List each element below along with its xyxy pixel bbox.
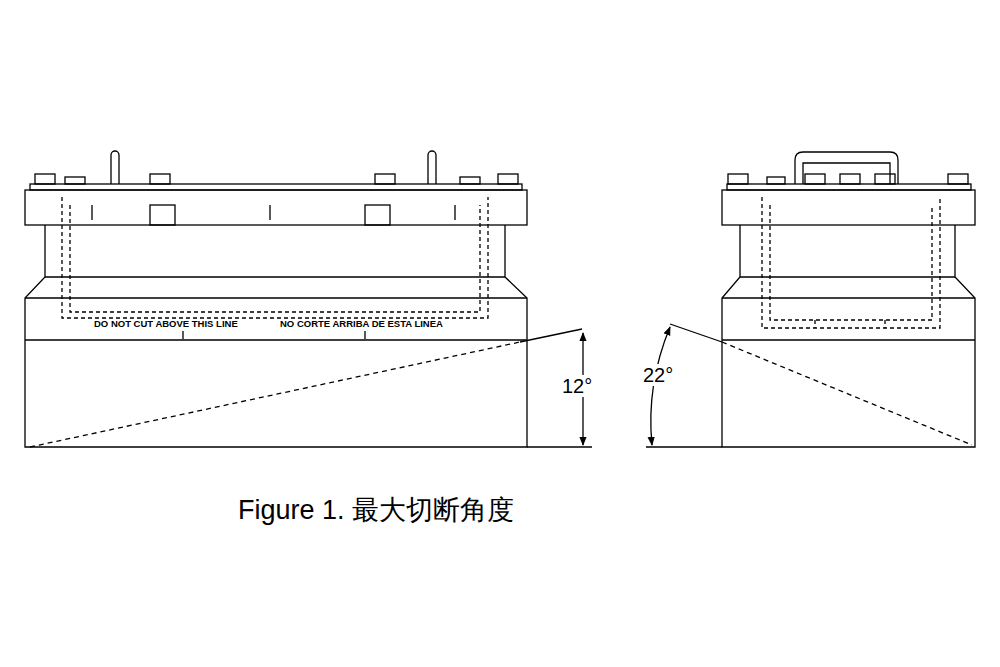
dimension-arc bbox=[651, 327, 670, 445]
lid-boss bbox=[65, 177, 85, 184]
bolt-nut bbox=[840, 174, 860, 184]
bolt-nut bbox=[35, 174, 55, 184]
tick-mark bbox=[183, 331, 365, 339]
cut-line bbox=[30, 342, 520, 447]
body-outline bbox=[25, 225, 527, 447]
bolt-nut bbox=[875, 174, 895, 184]
cut-limit-note: DO NOT CUT ABOVE THIS LINE bbox=[93, 319, 239, 329]
lid-tab bbox=[365, 205, 390, 225]
lid-boss bbox=[767, 177, 785, 184]
body-outline bbox=[722, 225, 975, 447]
lid-rib bbox=[92, 205, 455, 220]
bolt-nut bbox=[948, 174, 968, 184]
angle-dimension: 22° bbox=[641, 364, 675, 386]
base-line bbox=[646, 446, 722, 447]
side-view bbox=[646, 152, 975, 447]
lid-plate bbox=[727, 184, 971, 190]
cut-line bbox=[722, 342, 972, 445]
bolt-nut bbox=[805, 174, 825, 184]
angle-dimension: 12° bbox=[560, 375, 594, 397]
lid-boss bbox=[460, 177, 480, 184]
front-view bbox=[25, 151, 592, 447]
bolt-nut bbox=[375, 174, 395, 184]
base-line bbox=[527, 446, 592, 447]
bolt-nut bbox=[150, 174, 170, 184]
body-step bbox=[25, 277, 527, 340]
body-step bbox=[722, 277, 975, 340]
bolt-nut bbox=[728, 174, 748, 184]
cut-limit-note: NO CORTE ARRIBA DE ESTA LINEA bbox=[279, 319, 444, 329]
hidden-line bbox=[62, 197, 488, 318]
bolt-nut bbox=[498, 174, 518, 184]
angle-extension bbox=[520, 329, 582, 342]
lid-flange bbox=[722, 190, 975, 225]
lifting-pin bbox=[111, 151, 119, 184]
angle-extension bbox=[670, 324, 722, 342]
lid-flange bbox=[25, 190, 527, 225]
figure-caption: Figure 1. 最大切断角度 bbox=[238, 496, 514, 526]
lifting-pin bbox=[428, 151, 436, 184]
handle bbox=[795, 152, 898, 184]
lid-tab bbox=[150, 205, 175, 225]
hidden-line bbox=[762, 197, 940, 328]
lid-plate bbox=[30, 184, 522, 190]
